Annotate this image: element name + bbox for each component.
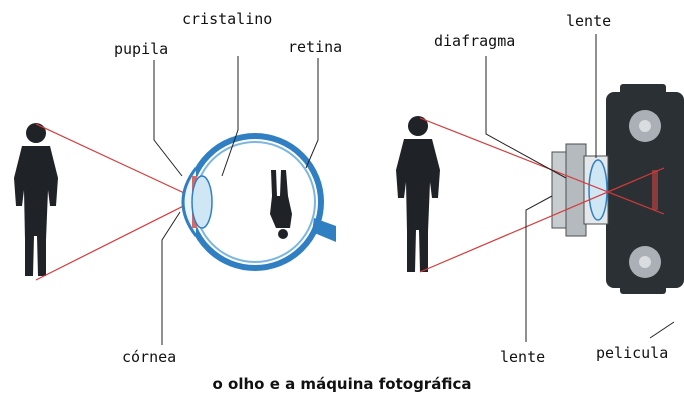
label-cornea: córnea — [122, 348, 176, 366]
caption: o olho e a máquina fotográfica — [213, 375, 472, 393]
label-diafragma: diafragma — [434, 32, 515, 50]
camera-body — [606, 84, 684, 294]
eye-leader-lines — [153, 56, 319, 345]
label-lente-bottom: lente — [500, 348, 545, 366]
eyeball — [181, 133, 336, 271]
camera-lens-barrel — [551, 143, 609, 237]
label-cristalino: cristalino — [182, 10, 272, 28]
label-pupila: pupila — [114, 40, 168, 58]
person-silhouette-left — [14, 123, 58, 276]
camera-leader-lines — [485, 34, 675, 342]
camera-light-rays — [419, 117, 665, 273]
label-pelicula: pelicula — [596, 344, 668, 362]
person-silhouette-right — [396, 116, 440, 272]
label-retina: retina — [288, 38, 342, 56]
label-lente-top: lente — [566, 12, 611, 30]
